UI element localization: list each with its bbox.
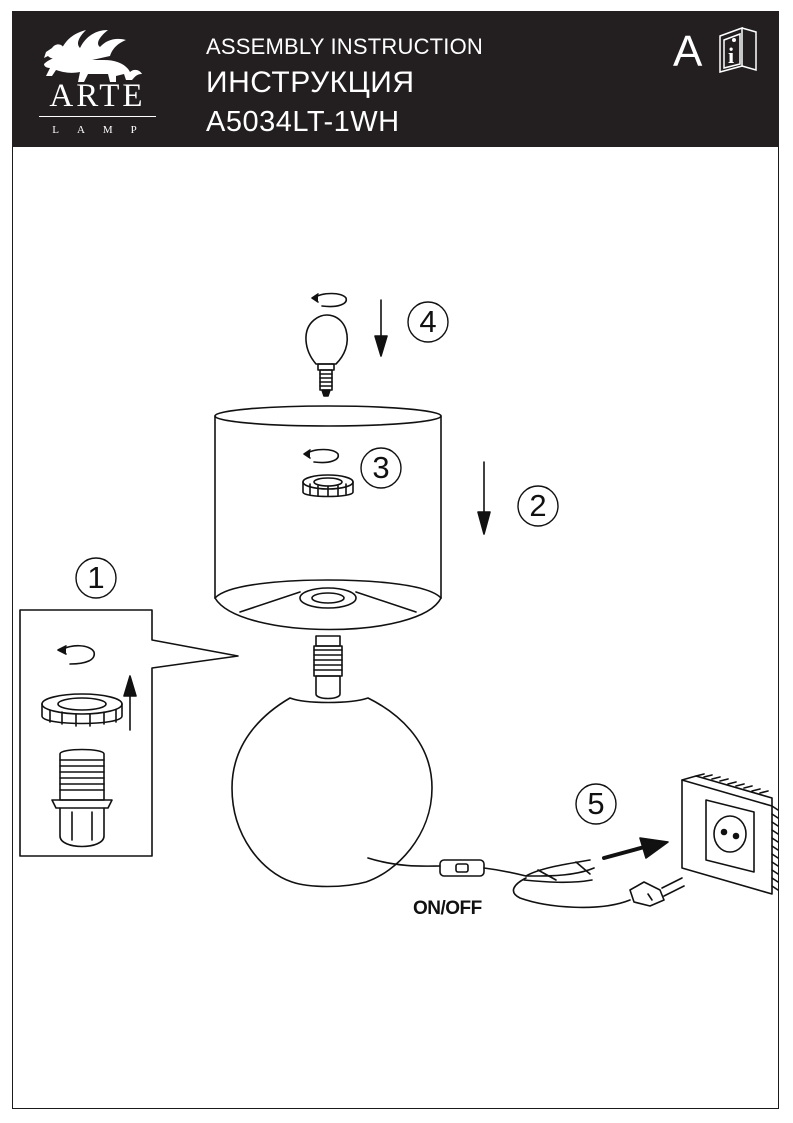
lamp-shade xyxy=(214,405,442,631)
socket-detail xyxy=(51,748,113,848)
brand-wordmark: ARTE xyxy=(49,78,146,114)
step-number-3: 3 xyxy=(372,450,390,485)
insert-arrow-icon xyxy=(602,837,669,860)
step-number-2: 2 xyxy=(529,488,547,523)
detail-callout xyxy=(19,609,239,857)
up-arrow-icon xyxy=(123,675,137,731)
step-2-circle xyxy=(517,485,559,527)
brand-subtitle: LAMP xyxy=(52,124,155,136)
power-cord xyxy=(367,857,631,909)
step-3-circle xyxy=(360,447,402,489)
socket-ring xyxy=(41,693,123,727)
rotate-arrow-icon xyxy=(57,644,95,665)
rotate-arrow-icon xyxy=(303,448,339,464)
model-number: A5034LT-1WH xyxy=(206,106,400,138)
lamp-base xyxy=(231,697,433,888)
down-arrow-icon xyxy=(374,299,388,357)
switch-label: ON/OFF xyxy=(413,898,482,919)
title-english: ASSEMBLY INSTRUCTION xyxy=(206,34,484,59)
step-5-circle xyxy=(575,783,617,825)
manual-info-icon: i xyxy=(719,26,757,73)
griffin-logo xyxy=(44,30,142,82)
svg-text:i: i xyxy=(728,43,734,68)
step-4-circle xyxy=(407,301,449,343)
step-number-1: 1 xyxy=(87,560,105,595)
down-arrow-icon xyxy=(477,461,491,535)
shade-ring xyxy=(302,474,354,498)
light-bulb xyxy=(305,314,349,397)
step-1-circle xyxy=(75,557,117,599)
header-bar xyxy=(12,11,779,147)
plug-icon xyxy=(629,877,685,907)
language-letter: A xyxy=(673,27,703,76)
step-number-5: 5 xyxy=(587,786,605,821)
rotate-arrow-icon xyxy=(311,292,347,308)
bulb-socket xyxy=(313,635,343,700)
wall-socket-icon xyxy=(681,773,779,895)
title-russian: ИНСТРУКЦИЯ xyxy=(206,66,415,99)
brand-divider xyxy=(39,116,156,117)
step-number-4: 4 xyxy=(419,304,437,339)
